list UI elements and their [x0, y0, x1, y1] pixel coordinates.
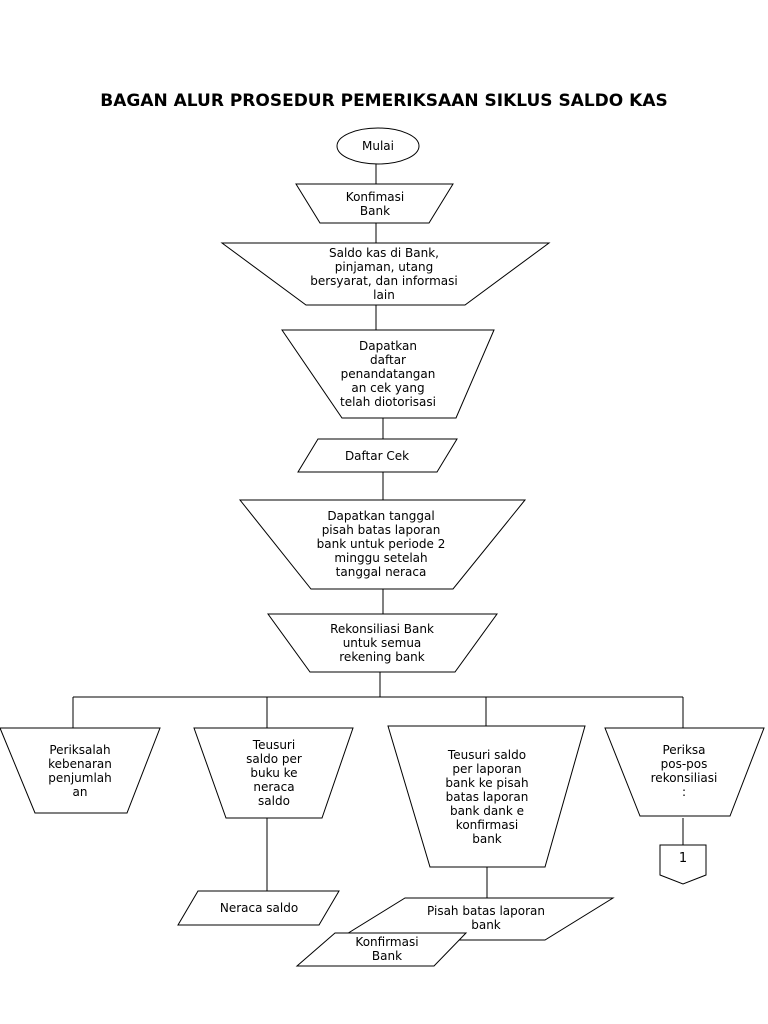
start-label: Mulai [362, 139, 394, 153]
konfirmasi-bank-manual-input [295, 183, 454, 224]
saldo-kas-manual-operation [220, 242, 551, 306]
dapatkan-daftar-manual-operation [281, 329, 495, 419]
pisah-batas-data [335, 897, 615, 941]
connector-1-offpage [659, 844, 707, 885]
neraca-saldo-data [177, 890, 340, 926]
teusuri-laporan-manual-operation [387, 725, 586, 868]
daftar-cek-label: Daftar Cek [344, 449, 410, 463]
rekonsiliasi-manual-operation [267, 613, 498, 673]
neraca-saldo-label: Neraca saldo [219, 901, 299, 915]
periksa-pos-manual-operation [604, 727, 765, 817]
konfirmasi-bank-bottom-data [295, 932, 468, 967]
dapatkan-tanggal-manual-operation [238, 499, 527, 590]
connector-lines [72, 164, 684, 898]
teusuri-saldo-manual-operation [193, 727, 354, 819]
start-terminator [336, 127, 420, 165]
connector-1-label: 1 [678, 851, 688, 866]
periksalah-manual-operation [0, 727, 161, 814]
daftar-cek-data [297, 438, 458, 473]
diagram-title: BAGAN ALUR PROSEDUR PEMERIKSAAN SIKLUS S… [100, 91, 668, 111]
